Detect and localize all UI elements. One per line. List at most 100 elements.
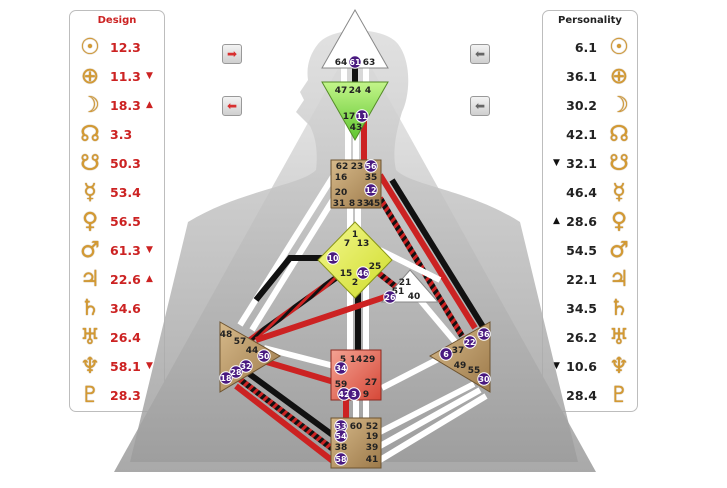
personality-row: ⊕ 36.1 [543, 64, 637, 90]
design-row: ☽18.3▲ [70, 93, 164, 119]
gate-number: 34 [335, 364, 347, 373]
next-design-button[interactable]: ➡ [222, 44, 242, 64]
earth-icon: ⊕ [80, 64, 100, 89]
prev-personality-button[interactable]: ⬅ [470, 44, 490, 64]
personality-value: 26.2 [566, 330, 597, 345]
gate-number: 47 [335, 86, 348, 96]
gate-number: 52 [366, 422, 379, 432]
earth-icon: ⊕ [609, 64, 629, 89]
personality-row: ♆10.6▼ [543, 354, 637, 380]
gate-number: 30 [478, 375, 490, 384]
active-gate-marker [477, 372, 491, 386]
gate-number: 55 [468, 366, 481, 376]
gate-number: 50 [258, 352, 270, 361]
active-gate-marker [347, 387, 361, 401]
gate-number: 26 [384, 293, 396, 302]
personality-panel: Personality ☉6.1⊕36.1☽30.2☊42.1☋32.1▼☿46… [542, 10, 638, 412]
design-row: ♅26.4 [70, 325, 164, 351]
design-row: ⊕11.3▼ [70, 64, 164, 90]
personality-value: 36.1 [566, 69, 597, 84]
arrow-left-icon: ⬅ [474, 99, 486, 113]
active-gate-marker [348, 55, 362, 69]
gate-number: 57 [234, 337, 247, 347]
sun-icon: ☉ [80, 35, 100, 60]
gate-number: 37 [452, 346, 465, 356]
pluto-icon: ♇ [80, 383, 100, 408]
gate-number: 19 [366, 432, 379, 442]
active-gate-marker [257, 349, 271, 363]
active-gate-marker [326, 251, 340, 265]
personality-value: 6.1 [574, 40, 597, 55]
gate-number: 21 [399, 278, 412, 288]
gate-number: 44 [246, 346, 259, 356]
design-value: 53.4 [110, 185, 141, 200]
jupiter-icon: ♃ [80, 267, 100, 292]
gate-number: 35 [365, 173, 378, 183]
gate-number: 8 [349, 199, 355, 209]
gate-number: 32 [240, 362, 251, 371]
prev-design-button[interactable]: ⬅ [222, 96, 242, 116]
design-row: ☊3.3 [70, 122, 164, 148]
gate-number: 28 [230, 368, 242, 377]
personality-value: 10.6 [566, 359, 597, 374]
design-row: ♂ 61.3 ▼ [70, 238, 164, 264]
design-value: 58.1 [110, 359, 141, 374]
personality-row: ♄34.5 [543, 296, 637, 322]
design-value: 56.5 [110, 214, 141, 229]
gate-number: 7 [344, 239, 350, 249]
personality-value: 22.1 [566, 272, 597, 287]
north-node-icon: ☊ [609, 122, 629, 147]
active-gate-marker [334, 361, 348, 375]
gate-number: 1 [352, 230, 358, 240]
arrow-down-icon: ▼ [553, 361, 560, 371]
personality-row: ♃ 22.1 [543, 267, 637, 293]
design-row: ♄34.6 [70, 296, 164, 322]
arrow-left-icon: ⬅ [474, 47, 486, 61]
mercury-icon: ☿ [612, 180, 626, 205]
active-gate-marker [364, 159, 378, 173]
gate-number: 61 [349, 58, 361, 67]
gate-number: 4 [365, 86, 371, 96]
gate-number: 49 [454, 361, 467, 371]
gate-number: 56 [365, 162, 377, 171]
gate-number: 31 [333, 199, 346, 209]
active-gate-marker [364, 183, 378, 197]
next-personality-button[interactable]: ⬅ [470, 96, 490, 116]
personality-value: 54.5 [566, 243, 597, 258]
design-row: ♃22.6▲ [70, 267, 164, 293]
arrow-down-icon: ▼ [146, 71, 153, 81]
design-row: ☿53.4 [70, 180, 164, 206]
personality-row: ♇28.4 [543, 383, 637, 409]
gate-number: 41 [366, 455, 379, 465]
uranus-icon: ♅ [80, 325, 100, 350]
jupiter-icon: ♃ [609, 267, 629, 292]
uranus-icon: ♅ [609, 325, 629, 350]
pluto-icon: ♇ [609, 383, 629, 408]
arrow-up-icon: ▲ [553, 216, 560, 226]
gate-number: 22 [464, 338, 475, 347]
active-gate-marker [334, 452, 348, 466]
arrow-left-icon: ⬅ [226, 99, 238, 113]
moon-icon: ☽ [609, 93, 629, 118]
design-value: 3.3 [110, 127, 133, 142]
mars-icon: ♂ [80, 238, 100, 263]
channels [234, 62, 488, 465]
gate-number: 46 [357, 269, 369, 278]
design-row: ☉12.3 [70, 35, 164, 61]
gate-number: 29 [363, 355, 376, 365]
design-row: ☋50.3 [70, 151, 164, 177]
active-gate-marker [219, 371, 233, 385]
gate-number: 39 [366, 443, 379, 453]
sun-icon: ☉ [609, 35, 629, 60]
design-value: 61.3 [110, 243, 141, 258]
design-row: ♀56.5 [70, 209, 164, 235]
personality-row: ☋32.1▼ [543, 151, 637, 177]
personality-value: 30.2 [566, 98, 597, 113]
personality-row: ☿46.4 [543, 180, 637, 206]
personality-value: 32.1 [566, 156, 597, 171]
design-row: ♆58.1▼ [70, 354, 164, 380]
personality-value: 34.5 [566, 301, 597, 316]
arrow-down-icon: ▼ [146, 245, 153, 255]
arrow-down-icon: ▼ [146, 361, 153, 371]
mars-icon: ♂ [609, 238, 629, 263]
